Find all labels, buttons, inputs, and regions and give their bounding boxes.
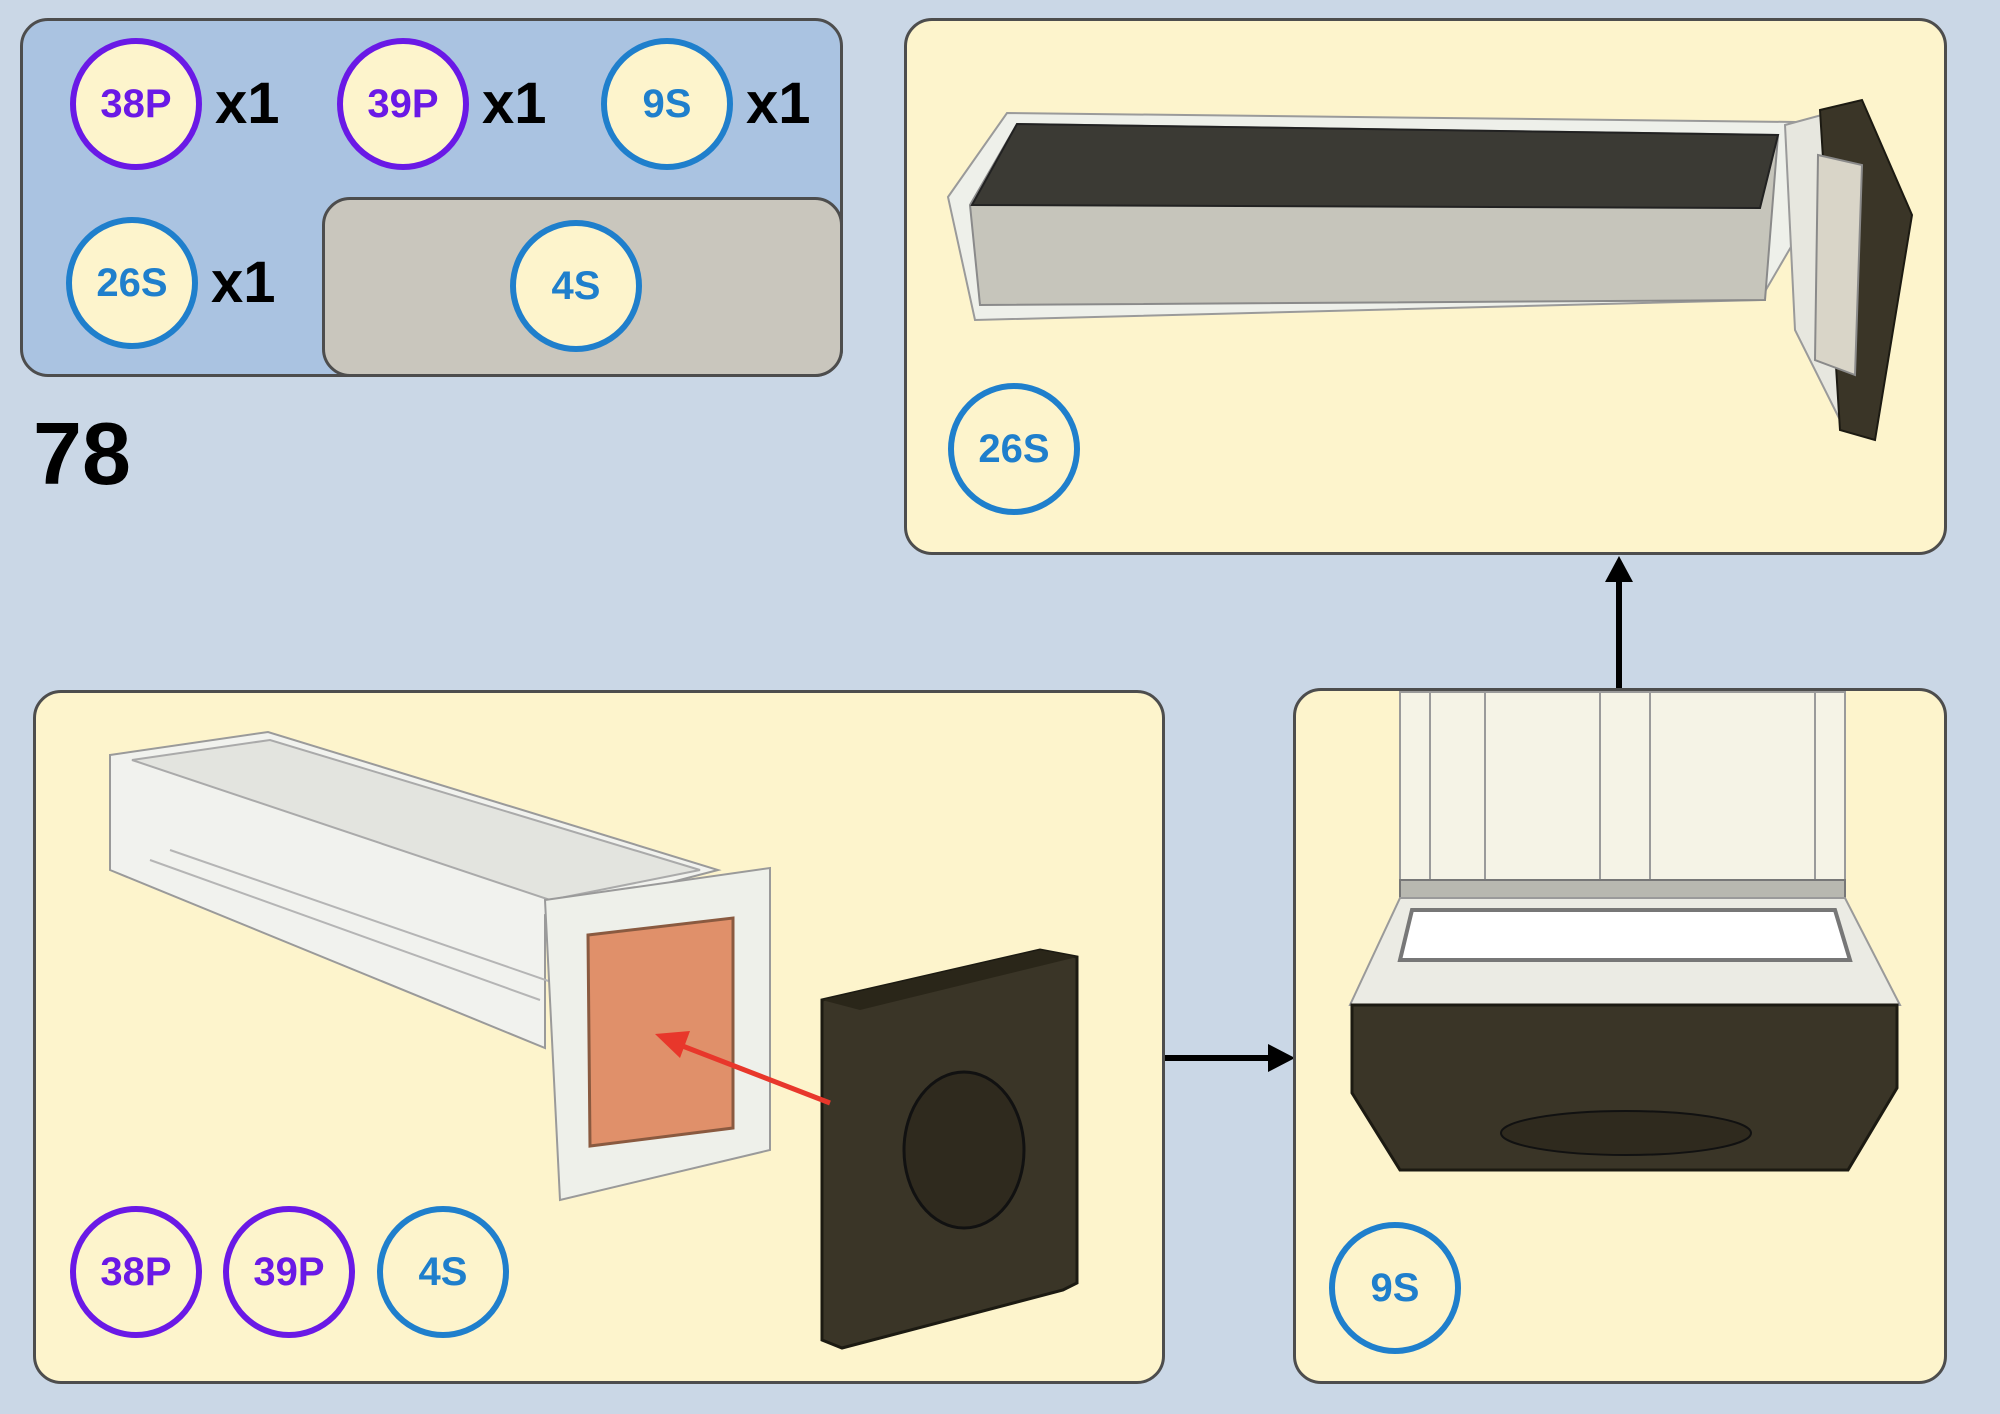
part-qty-26s: x1 xyxy=(211,250,276,315)
housing-upper xyxy=(1399,691,1846,889)
cover-inner-face xyxy=(1813,153,1864,377)
result-badge-26s: 26S xyxy=(948,383,1080,515)
part-qty-39p: x1 xyxy=(482,71,547,136)
flow-arrow-right-head xyxy=(1268,1044,1295,1072)
cover-recess-b xyxy=(1500,1110,1752,1156)
insert-arrow-line xyxy=(679,1042,831,1106)
step-a-badge-38p: 38P xyxy=(70,1206,202,1338)
step-a-badge-4s: 4S xyxy=(377,1206,509,1338)
part-badge-26s: 26S xyxy=(66,217,198,349)
cover-recess xyxy=(902,1070,1026,1230)
housing-top-dark xyxy=(970,122,1780,210)
step-number: 78 xyxy=(33,404,131,503)
dark-cover-top xyxy=(822,950,1077,1010)
flow-arrow-up-head xyxy=(1605,556,1633,582)
open-housing-interior xyxy=(131,738,701,902)
part-qty-9s: x1 xyxy=(746,71,811,136)
housing-rail-2 xyxy=(169,849,561,986)
step-b-badge-9s: 9S xyxy=(1329,1222,1461,1354)
housing-lip xyxy=(1399,879,1846,899)
part-badge-38p: 38P xyxy=(70,38,202,170)
dark-cover-b xyxy=(1350,1003,1899,1172)
subassembly-badge-4s: 4S xyxy=(510,220,642,352)
step-a-badge-39p: 39P xyxy=(223,1206,355,1338)
insert-arrow-head xyxy=(655,1031,690,1058)
frame-opening xyxy=(1397,908,1853,962)
housing-rail-1 xyxy=(149,859,541,1001)
part-badge-39p: 39P xyxy=(337,38,469,170)
copper-plate xyxy=(586,916,735,1148)
part-qty-38p: x1 xyxy=(215,71,280,136)
part-badge-9s: 9S xyxy=(601,38,733,170)
